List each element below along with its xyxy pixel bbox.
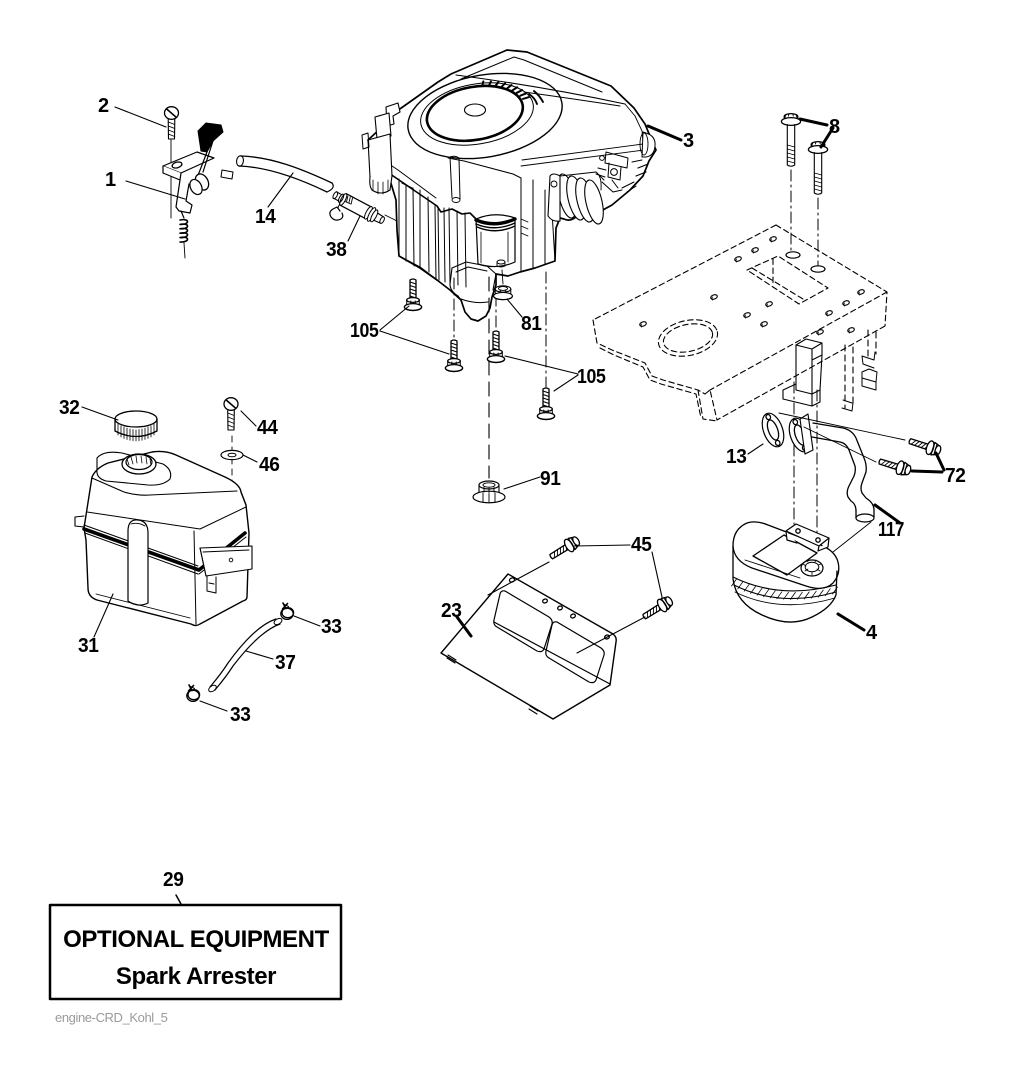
- svg-text:38: 38: [326, 239, 347, 261]
- svg-text:37: 37: [275, 652, 296, 674]
- svg-text:4: 4: [866, 622, 878, 644]
- svg-text:105: 105: [350, 320, 379, 342]
- svg-text:72: 72: [945, 465, 966, 487]
- svg-text:3: 3: [683, 130, 694, 152]
- svg-text:13: 13: [726, 446, 747, 468]
- svg-text:105: 105: [577, 366, 606, 388]
- svg-text:31: 31: [78, 635, 99, 657]
- svg-text:14: 14: [255, 206, 277, 228]
- svg-text:engine-CRD_Kohl_5: engine-CRD_Kohl_5: [55, 1010, 168, 1025]
- svg-text:OPTIONAL EQUIPMENT: OPTIONAL EQUIPMENT: [63, 926, 329, 953]
- svg-text:33: 33: [230, 704, 251, 726]
- svg-text:91: 91: [540, 468, 561, 490]
- svg-text:29: 29: [163, 869, 184, 891]
- svg-text:Spark Arrester: Spark Arrester: [116, 963, 276, 990]
- svg-text:33: 33: [321, 616, 342, 638]
- svg-text:8: 8: [829, 116, 840, 138]
- svg-text:1: 1: [105, 169, 116, 191]
- svg-text:46: 46: [259, 454, 280, 476]
- svg-text:45: 45: [631, 534, 652, 556]
- svg-text:44: 44: [257, 417, 279, 439]
- svg-text:117: 117: [878, 519, 904, 541]
- svg-text:2: 2: [98, 95, 109, 117]
- svg-text:32: 32: [59, 397, 80, 419]
- svg-text:81: 81: [521, 313, 542, 335]
